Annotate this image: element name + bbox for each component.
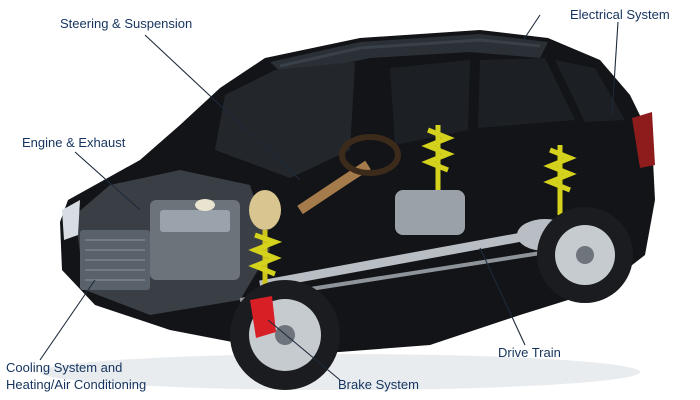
leader-electrical-antenna: [521, 14, 541, 43]
headlight: [62, 200, 80, 240]
rear-wheel: [537, 207, 633, 303]
steering-rack-boot: [249, 190, 281, 230]
leader-electrical: [611, 21, 619, 116]
label-drive-train: Drive Train: [498, 345, 561, 360]
leader-steering: [144, 34, 301, 181]
label-engine-exhaust: Engine & Exhaust: [22, 135, 126, 150]
label-electrical-system: Electrical System: [570, 7, 670, 22]
windshield: [215, 62, 355, 178]
brake-caliper: [250, 296, 276, 338]
rear-suspension-spring-2: [543, 145, 577, 215]
leader-drive-train: [479, 247, 526, 346]
leader-cooling: [39, 279, 96, 361]
label-brake-system: Brake System: [338, 377, 419, 392]
tail-light: [632, 112, 655, 168]
label-cooling-line1: Cooling System and: [6, 360, 123, 375]
rear-suspension-spring-1: [421, 125, 455, 190]
front-suspension-spring: [248, 230, 283, 285]
drive-shaft: [259, 225, 561, 290]
side-window-front: [390, 60, 470, 145]
front-wheel: [230, 280, 340, 390]
label-steering-suspension: Steering & Suspension: [60, 16, 193, 31]
ground-shadow: [40, 354, 640, 390]
label-cooling-line2: Heating/Air Conditioning: [6, 377, 147, 392]
side-window-rear: [478, 58, 575, 128]
label-cooling-system: Cooling System and Heating/Air Condition…: [6, 359, 146, 393]
reservoir-cap: [195, 199, 215, 211]
leader-engine: [74, 151, 141, 211]
transmission: [395, 190, 465, 235]
rear-quarter-window: [555, 60, 625, 122]
leader-lines: [39, 14, 619, 381]
steering-wheel: [339, 134, 401, 176]
leader-brake: [267, 319, 341, 381]
